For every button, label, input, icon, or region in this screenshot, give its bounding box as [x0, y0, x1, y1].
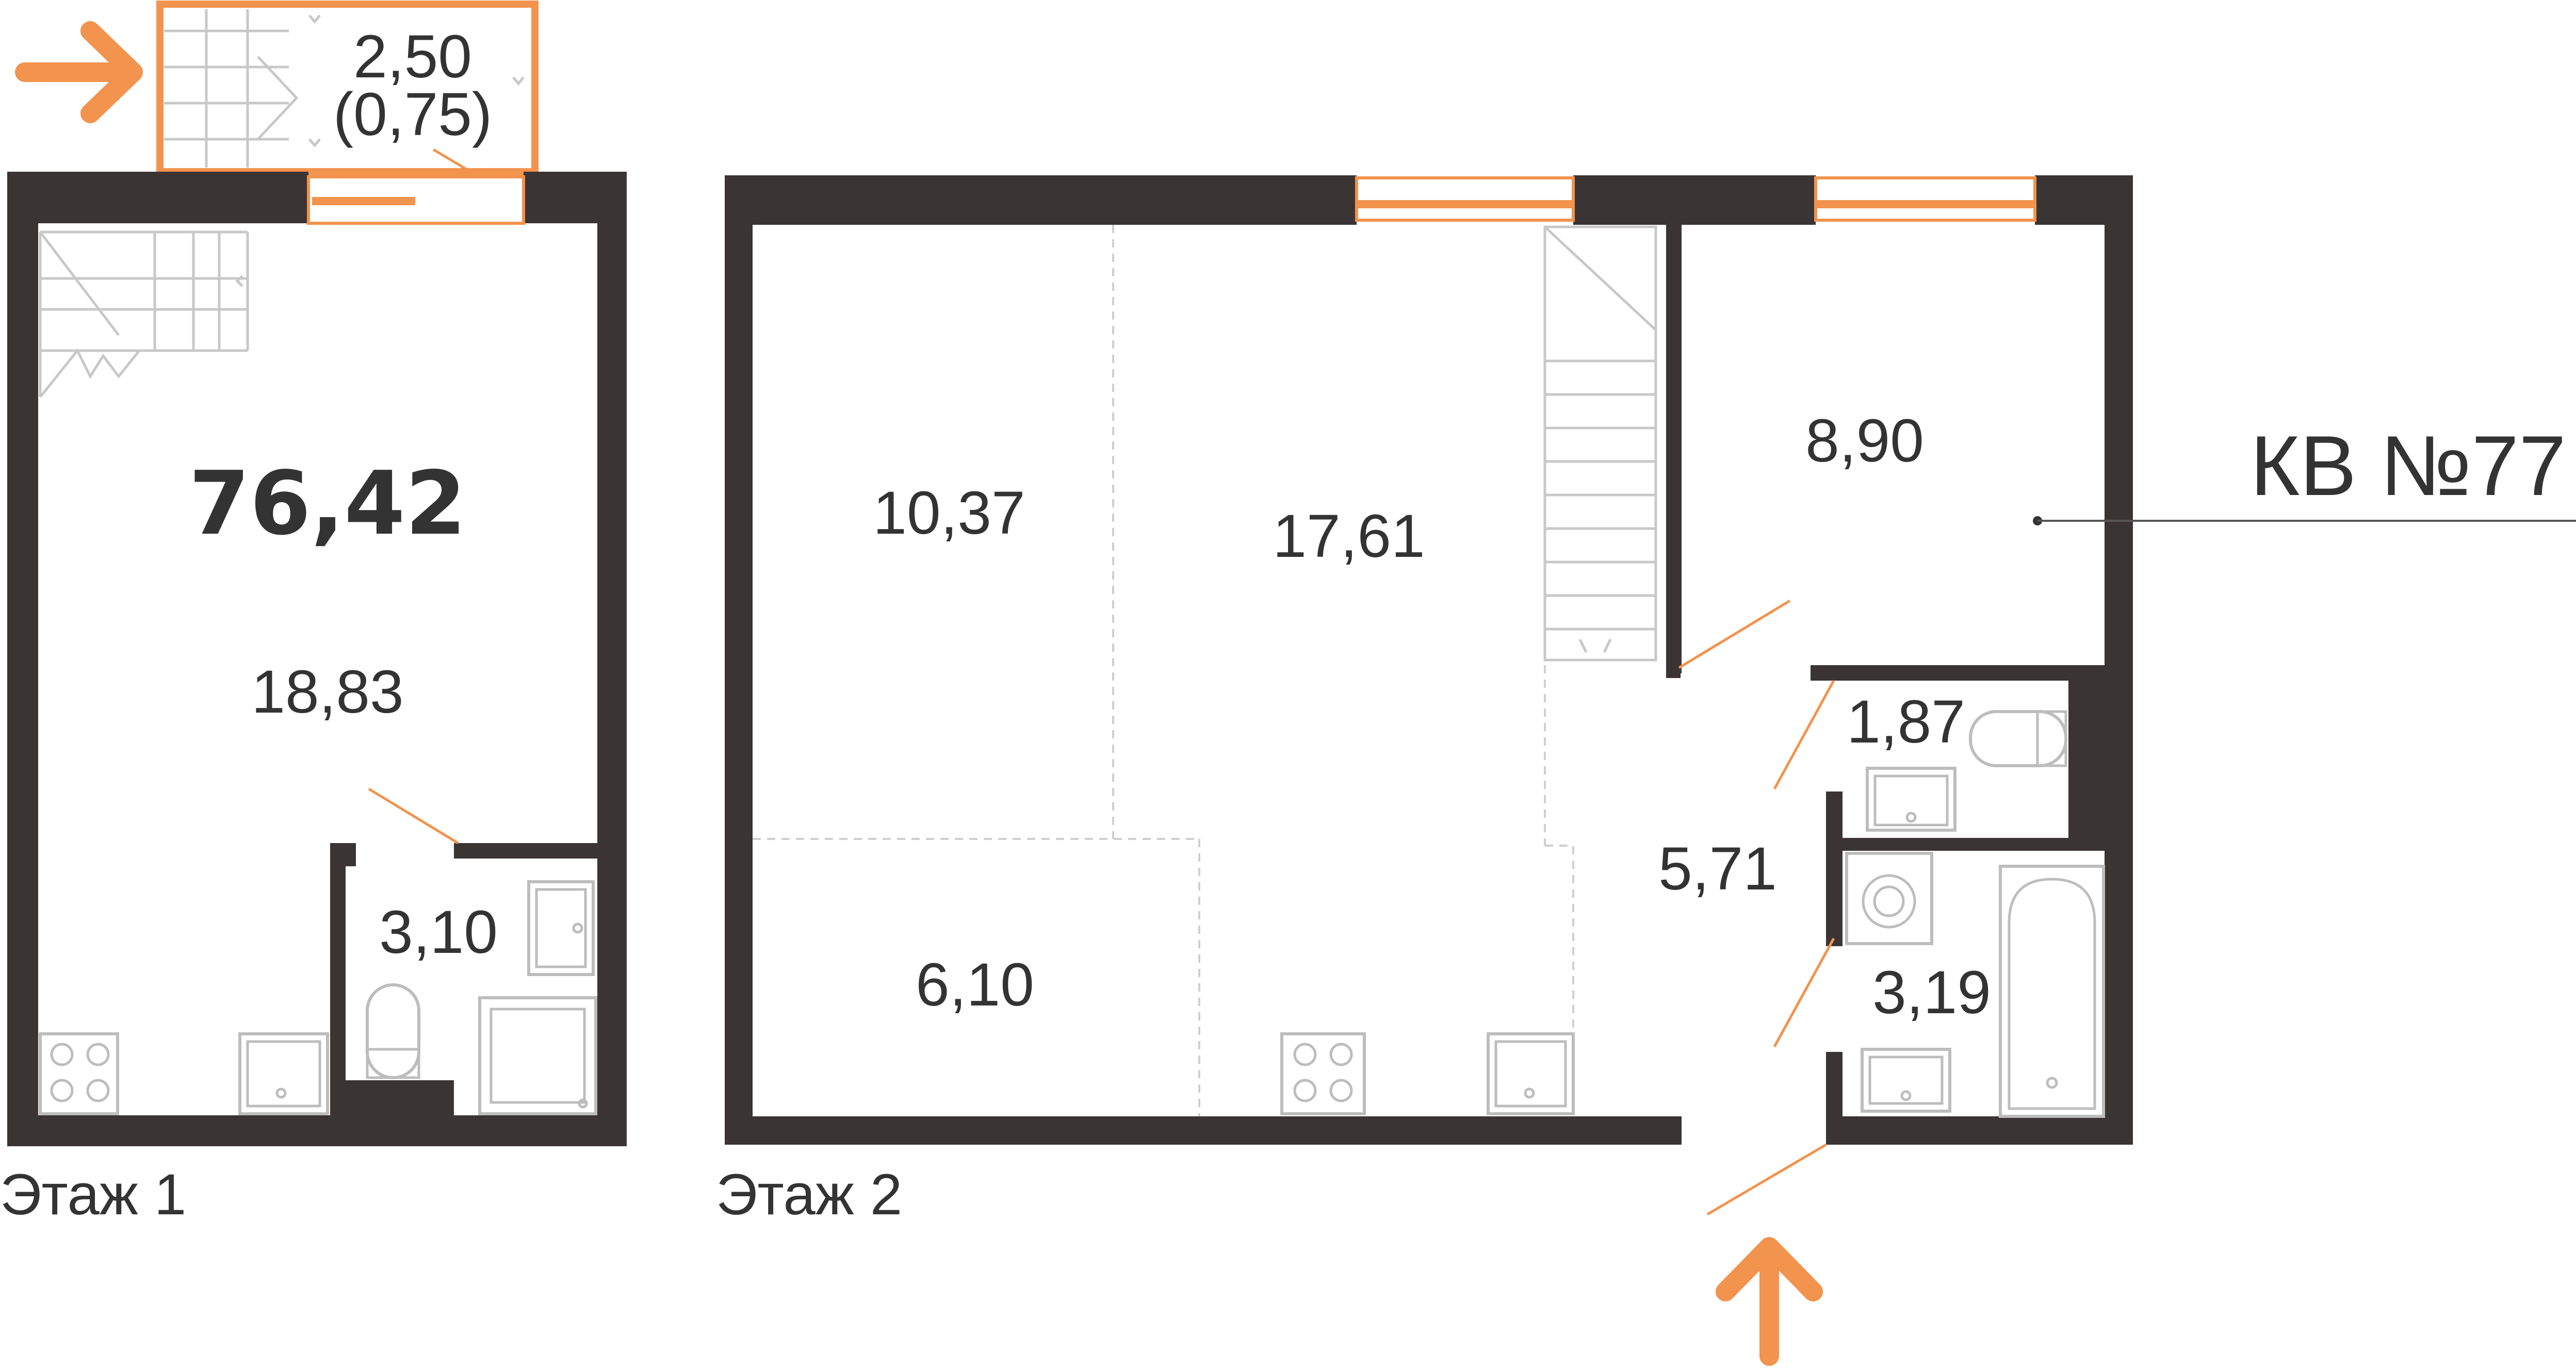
door-swing	[1678, 599, 1791, 669]
kitchen-sink	[238, 1032, 329, 1115]
wall	[1826, 1052, 1843, 1145]
bathroom-door-swing	[368, 787, 459, 845]
entrance-arrow-up	[1716, 1237, 1823, 1366]
room-area-room-right: 8,90	[1805, 407, 1924, 475]
wall	[1573, 175, 1816, 225]
wall	[1811, 665, 2105, 681]
wall	[454, 843, 597, 859]
room-area-living: 18,83	[251, 658, 403, 726]
entrance-door-swing	[1706, 1143, 1827, 1216]
floor-1-plan: 2,50 (0,75)	[0, 1, 627, 1227]
wall	[1826, 1116, 2133, 1145]
balcony-frame	[156, 1, 539, 175]
wall	[330, 843, 346, 1121]
balcony-stair	[164, 9, 525, 168]
wall	[597, 172, 627, 1146]
door-swing	[1773, 937, 1835, 1048]
floor-2-label: Этаж 2	[716, 1162, 902, 1227]
room-area-room-left: 10,37	[873, 479, 1025, 547]
window	[1355, 176, 1575, 222]
balcony-area: 2,50	[353, 23, 472, 91]
shower	[478, 996, 597, 1115]
wall	[1666, 660, 1681, 678]
wall	[2068, 681, 2105, 838]
cooktop	[39, 1032, 119, 1115]
room-area-bathroom: 3,10	[379, 898, 498, 966]
wall	[1826, 838, 2105, 851]
window	[1814, 176, 2036, 222]
wall	[2105, 175, 2133, 1145]
wall	[330, 1080, 454, 1121]
wall	[725, 175, 1357, 225]
room-area-wc: 1,87	[1847, 688, 1965, 756]
room-area-bath: 3,19	[1872, 959, 1991, 1027]
washing-machine	[1845, 852, 1933, 945]
room-area-room-center: 17,61	[1273, 502, 1425, 570]
wall	[7, 172, 308, 223]
wall	[725, 175, 753, 1145]
wall	[725, 1116, 1682, 1145]
room-area-niche: 6,10	[916, 951, 1034, 1019]
floor-1-label: Этаж 1	[0, 1162, 186, 1227]
cooktop	[1280, 1032, 1366, 1115]
floor-2-stair	[1543, 225, 1657, 662]
wc-sink	[1866, 767, 1957, 832]
wall	[1826, 791, 1843, 946]
wall	[1666, 225, 1682, 673]
balcony-reduced-area: (0,75)	[333, 80, 492, 149]
apartment-number: КВ №77	[2250, 418, 2566, 513]
bathtub	[1999, 865, 2105, 1118]
window-bar	[1816, 200, 2035, 208]
room-area-hall: 5,71	[1658, 835, 1777, 903]
kitchen-sink	[1487, 1032, 1575, 1115]
bathroom-sink	[527, 880, 595, 976]
door-swing	[1773, 680, 1835, 790]
floor-1-stair	[39, 230, 249, 398]
total-area: 76,42	[189, 453, 466, 555]
toilet	[366, 983, 420, 1079]
window-bar	[1357, 200, 1573, 208]
bath-sink	[1861, 1048, 1951, 1113]
toilet	[1969, 710, 2067, 767]
floor-2-plan: 10,37 17,61 8,90 6,10 5,71 1,87 3,19 Эта…	[716, 175, 2133, 1227]
zone-divider	[753, 225, 1574, 1116]
wall	[7, 172, 38, 1146]
window-bar	[312, 197, 415, 205]
wall	[7, 1115, 627, 1146]
entrance-arrow-right	[15, 21, 143, 123]
